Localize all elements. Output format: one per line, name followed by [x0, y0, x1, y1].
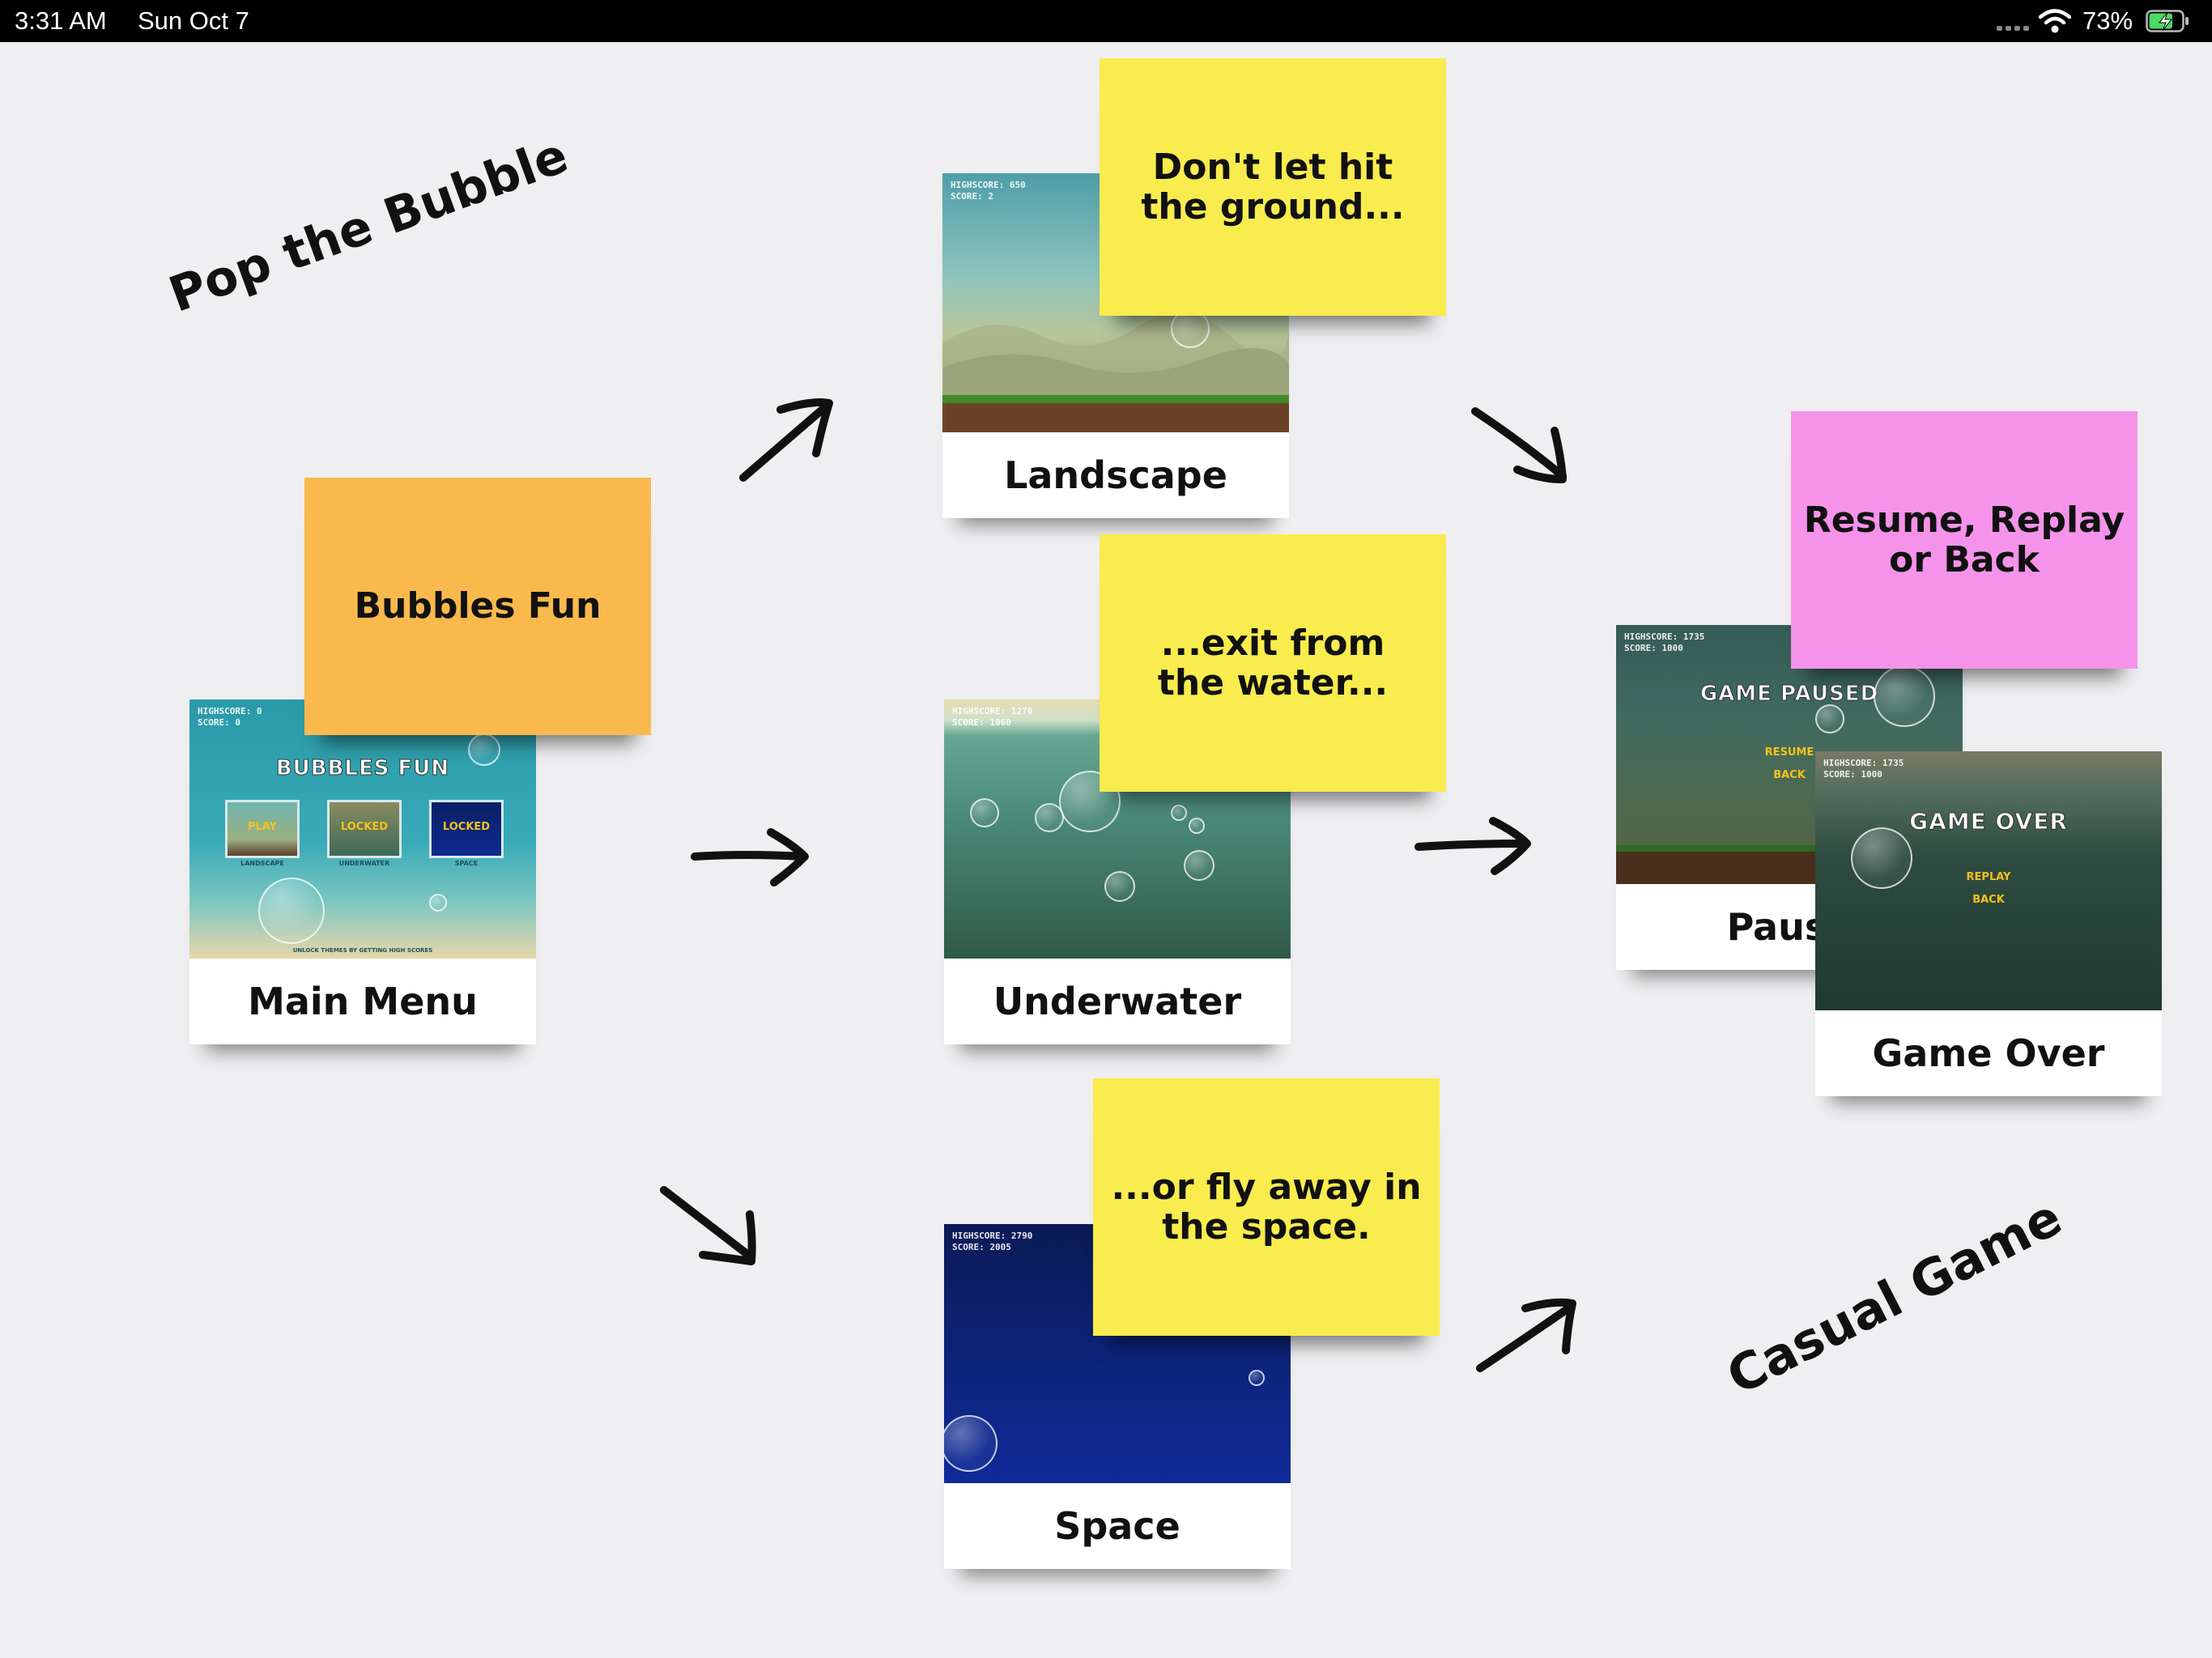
- unlock-hint: UNLOCK THEMES BY GETTING HIGH SCORES: [292, 947, 433, 954]
- card-label: Game Over: [1872, 1031, 2105, 1075]
- bubble: [970, 798, 999, 827]
- freeform-board[interactable]: Pop the Bubble Casual Game HIGHSCORE: 0 …: [0, 42, 2212, 1658]
- bubble: [429, 894, 447, 912]
- locked-button-space: LOCKED: [442, 821, 491, 833]
- bubble: [944, 1415, 998, 1472]
- caption-space: SPACE: [454, 860, 479, 867]
- arrow-landscape-to-pause[interactable]: [1467, 395, 1580, 500]
- play-button: PLAY: [247, 821, 278, 833]
- resume-option: RESUME: [1764, 746, 1814, 759]
- game-over-title: GAME OVER: [1909, 808, 2068, 835]
- sticky-note-bubbles-fun[interactable]: Bubbles Fun: [304, 478, 651, 735]
- game-over-card[interactable]: HIGHSCORE: 1735 SCORE: 1000 GAME OVER RE…: [1815, 751, 2162, 1096]
- card-label: Main Menu: [248, 980, 478, 1023]
- status-date: Sun Oct 7: [138, 6, 249, 35]
- level-thumb-space: [429, 800, 504, 858]
- casual-game-label[interactable]: Casual Game: [1717, 1187, 2071, 1407]
- battery-percentage: 73%: [2082, 6, 2133, 35]
- card-label: Underwater: [993, 980, 1242, 1023]
- back-option: BACK: [1773, 769, 1806, 781]
- cellular-signal-icon: [1997, 26, 2031, 32]
- wifi-icon: [2039, 9, 2071, 33]
- hud: HIGHSCORE: 0 SCORE: 0: [198, 706, 262, 728]
- bubble: [1851, 827, 1912, 889]
- arrow-to-landscape[interactable]: [732, 358, 845, 487]
- game-title: BUBBLES FUN: [275, 756, 450, 781]
- caption-underwater: UNDERWATER: [338, 860, 390, 867]
- hud: HIGHSCORE: 1735 SCORE: 1000: [1624, 631, 1705, 653]
- main-menu-card[interactable]: HIGHSCORE: 0 SCORE: 0 BUBBLES FUN PLAY L…: [189, 699, 536, 1044]
- arrow-to-underwater[interactable]: [687, 824, 816, 897]
- bubble: [1171, 309, 1210, 348]
- hud: HIGHSCORE: 1735 SCORE: 1000: [1823, 758, 1904, 780]
- main-menu-screenshot: HIGHSCORE: 0 SCORE: 0 BUBBLES FUN PLAY L…: [189, 699, 536, 959]
- board-title[interactable]: Pop the Bubble: [162, 127, 576, 324]
- ground-strip: [1616, 845, 1963, 852]
- bubble: [1874, 665, 1935, 727]
- bubble: [1184, 850, 1214, 881]
- card-label: Landscape: [1004, 453, 1227, 497]
- bubble: [1171, 805, 1187, 821]
- level-thumb-landscape: [225, 800, 300, 858]
- hud: HIGHSCORE: 650 SCORE: 2: [951, 180, 1026, 202]
- hud: HIGHSCORE: 2790 SCORE: 2005: [952, 1231, 1033, 1252]
- replay-option: REPLAY: [1966, 871, 2011, 883]
- arrow-to-space[interactable]: [654, 1177, 768, 1282]
- status-bar: 3:31 AM Sun Oct 7 73%: [0, 0, 2212, 42]
- bubble: [1035, 803, 1064, 832]
- battery-charging-icon: [2146, 10, 2189, 32]
- pause-title: GAME PAUSED: [1699, 682, 1879, 707]
- caption-landscape: LANDSCAPE: [240, 860, 284, 867]
- bubble: [1815, 704, 1844, 733]
- bubble: [468, 733, 500, 766]
- bubble: [258, 878, 325, 944]
- back-option: BACK: [1972, 894, 2005, 906]
- game-over-screenshot: HIGHSCORE: 1735 SCORE: 1000 GAME OVER RE…: [1815, 751, 2162, 1010]
- hud: HIGHSCORE: 1270 SCORE: 1060: [952, 706, 1033, 728]
- bubble: [1249, 1370, 1265, 1386]
- arrow-underwater-to-pause[interactable]: [1410, 811, 1540, 884]
- card-label: Space: [1054, 1504, 1180, 1548]
- bubble: [1189, 818, 1205, 834]
- status-time: 3:31 AM: [15, 6, 107, 35]
- arrow-space-to-gameover[interactable]: [1472, 1265, 1585, 1386]
- level-thumb-underwater: [327, 800, 402, 858]
- bubble: [1104, 871, 1135, 902]
- locked-button-underwater: LOCKED: [340, 821, 389, 833]
